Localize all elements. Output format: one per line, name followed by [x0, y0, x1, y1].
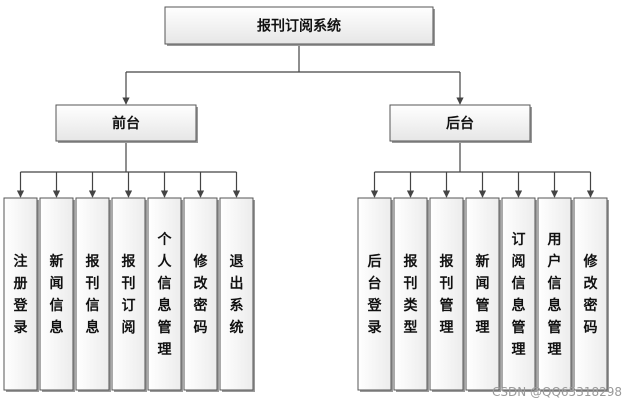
root-node-label: 报刊订阅系统	[257, 18, 341, 35]
leaf-node-0-4-label: 个人信息管理	[157, 231, 173, 358]
branch-node-0-frame	[55, 104, 197, 142]
leaf-node-1-1: 报刊类型	[393, 197, 429, 392]
leaf-node-1-0-frame	[357, 197, 392, 391]
leaf-node-0-0-label: 注册登录	[13, 253, 29, 336]
leaf-node-0-6-frame	[219, 197, 254, 391]
leaf-node-0-6-label: 退出系统	[230, 254, 244, 336]
leaf-node-0-1-frame	[39, 197, 74, 391]
leaf-node-0-5: 修改密码	[183, 197, 219, 392]
leaf-node-1-3-label: 新闻管理	[476, 253, 490, 336]
leaf-node-1-0: 后台登录	[357, 197, 393, 392]
leaf-node-1-6-label: 修改密码	[583, 253, 599, 336]
leaf-node-1-2: 报刊管理	[429, 197, 465, 392]
leaf-node-0-2-frame	[75, 197, 110, 391]
leaf-node-0-5-label: 修改密码	[193, 253, 209, 336]
leaf-node-1-6-frame	[573, 197, 608, 391]
leaf-node-1-4-frame	[501, 197, 536, 391]
branch-node-1-frame	[389, 104, 531, 142]
leaf-node-0-1-label: 新闻信息	[50, 253, 64, 336]
root-node-frame	[164, 6, 434, 45]
leaf-node-1-5-label: 用户信息管理	[548, 232, 562, 358]
leaf-node-0-6: 退出系统	[219, 197, 255, 392]
leaf-node-1-4-label: 订阅信息管理	[512, 231, 526, 358]
leaf-node-0-3-label: 报刊订阅	[122, 254, 136, 336]
leaf-node-1-2-frame	[429, 197, 464, 391]
watermark: CSDN @QQ65318298	[492, 385, 622, 399]
leaf-node-1-5-frame	[537, 197, 572, 391]
leaf-node-0-3: 报刊订阅	[111, 197, 147, 392]
leaf-node-0-2: 报刊信息	[75, 197, 111, 392]
root-node: 报刊订阅系统	[164, 6, 435, 46]
leaf-node-0-1: 新闻信息	[39, 197, 75, 392]
leaf-node-1-5: 用户信息管理	[537, 197, 573, 392]
leaf-node-0-4: 个人信息管理	[147, 197, 183, 392]
connector-lines	[16, 44, 595, 198]
leaf-node-0-3-frame	[111, 197, 146, 391]
leaf-node-1-4: 订阅信息管理	[501, 197, 537, 392]
leaf-node-0-0-frame	[3, 197, 38, 391]
branch-node-0-label: 前台	[112, 115, 140, 132]
leaf-node-1-3-frame	[465, 197, 500, 391]
branch-node-1-label: 后台	[446, 115, 474, 132]
leaf-node-1-2-label: 报刊管理	[440, 254, 454, 336]
leaf-node-1-0-label: 后台登录	[367, 253, 383, 336]
leaf-node-0-2-label: 报刊信息	[86, 254, 100, 336]
leaf-node-1-3: 新闻管理	[465, 197, 501, 392]
leaf-node-1-1-label: 报刊类型	[404, 254, 419, 336]
branch-node-1: 后台	[389, 104, 532, 143]
leaf-node-0-5-frame	[183, 197, 218, 391]
branch-node-0: 前台	[55, 104, 198, 143]
leaf-node-1-1-frame	[393, 197, 428, 391]
leaf-node-0-0: 注册登录	[3, 197, 39, 392]
leaf-node-1-6: 修改密码	[573, 197, 609, 392]
leaf-node-0-4-frame	[147, 197, 182, 391]
